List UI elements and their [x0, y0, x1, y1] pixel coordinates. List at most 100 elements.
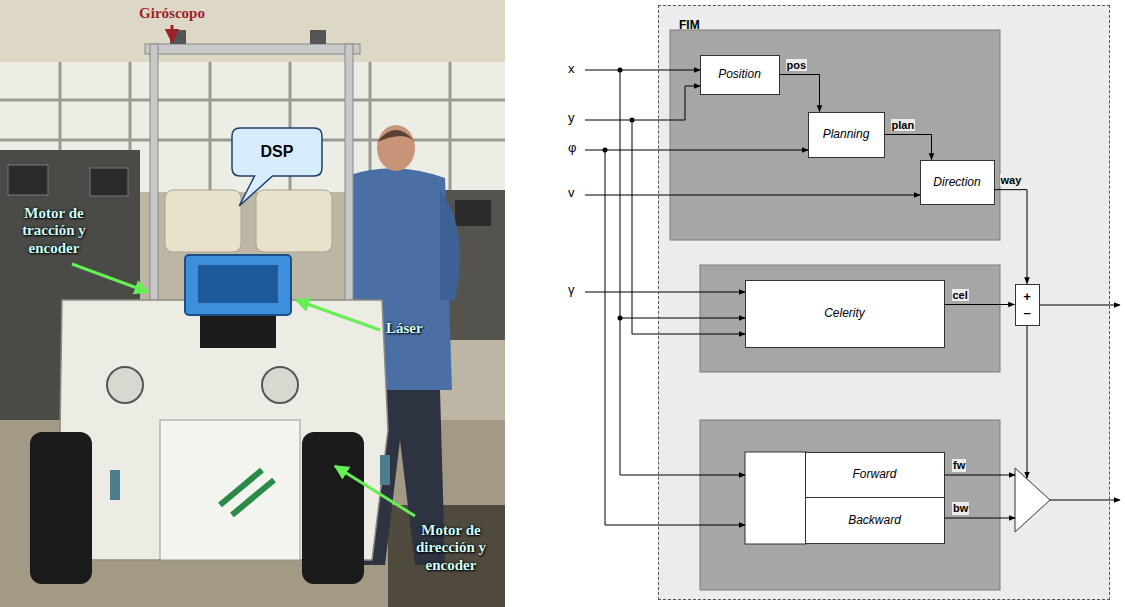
signal-wires	[585, 195, 920, 196]
module-ground	[670, 30, 1000, 240]
wheels	[30, 432, 92, 584]
junction-dots	[618, 316, 623, 321]
person	[377, 125, 415, 171]
node-label: –	[1023, 305, 1030, 321]
node-label: +	[1023, 289, 1031, 305]
leader-arrows	[296, 300, 380, 330]
signal-name: v	[568, 186, 575, 201]
table-cell: Backward	[805, 497, 945, 544]
signal-connector	[885, 135, 932, 160]
process-box: Position	[700, 55, 780, 95]
node-label: Celerity	[824, 306, 865, 320]
vehicle-body	[380, 455, 390, 485]
module-frame: FIMPositionPlanningDirectionCelerityForw…	[658, 5, 1110, 600]
vehicle-body	[262, 367, 298, 403]
photo	[0, 0, 505, 62]
callout-outline	[232, 128, 322, 208]
seats	[256, 190, 332, 252]
junction-dots	[618, 68, 623, 73]
signal-wires	[585, 86, 700, 120]
leader-arrows	[72, 264, 148, 292]
callout-text-area: DSP	[232, 128, 322, 176]
laser-scanner	[185, 255, 291, 348]
vehicle-frame	[145, 44, 360, 54]
callout-outline	[232, 128, 322, 206]
node-label: DSP	[261, 142, 294, 161]
signal-wires	[620, 70, 745, 475]
photo	[0, 0, 505, 607]
signal-connector	[945, 304, 1015, 305]
signal-name: fw	[952, 459, 966, 472]
vehicle-body	[232, 480, 274, 515]
process-box: Planning	[808, 112, 885, 158]
signal-wires	[1040, 305, 1120, 306]
signal-connector	[780, 75, 820, 112]
signal-name: plan	[891, 119, 916, 132]
lab-equipment	[440, 190, 505, 340]
signal-name: bw	[952, 502, 969, 515]
laser-scanner	[198, 265, 278, 303]
junction-dots	[603, 68, 635, 321]
signal-name: cel	[952, 289, 969, 302]
signal-name: x	[568, 62, 575, 77]
part-name: Láser	[386, 320, 423, 337]
node-label: Forward	[852, 467, 896, 481]
signal-wires	[620, 318, 745, 319]
vehicle-frame	[345, 44, 353, 334]
seats	[165, 190, 241, 252]
process-box: Celerity	[745, 280, 945, 348]
module-ground	[700, 420, 1000, 590]
laser-scanner	[185, 255, 291, 315]
vehicle-frame	[150, 44, 158, 334]
signal-wires	[605, 150, 745, 525]
signal-name: y	[568, 111, 575, 126]
leader-arrows	[171, 25, 174, 42]
signal-wires	[585, 292, 745, 293]
junction-dots	[630, 118, 635, 123]
signal-wires	[945, 475, 1015, 476]
vehicle-body	[160, 420, 300, 560]
person	[440, 190, 460, 300]
vehicle-frame	[310, 30, 326, 44]
person	[377, 130, 415, 142]
node-label: Planning	[823, 127, 870, 141]
signal-wires	[585, 70, 700, 71]
node-label: Direction	[933, 175, 980, 189]
seats	[165, 190, 332, 252]
photo	[0, 0, 505, 607]
vehicle-body	[110, 470, 120, 500]
table-cell: Forward	[805, 452, 945, 498]
module-ground	[700, 265, 1000, 372]
leader-arrows	[335, 466, 415, 516]
vehicle-frame	[145, 30, 360, 334]
module-ground	[1015, 468, 1050, 532]
leader-arrows	[72, 25, 415, 516]
callout-bubble: DSP	[232, 128, 322, 208]
signal-wires	[632, 120, 745, 334]
part-name: Motor de dirección y encoder	[399, 522, 503, 574]
windows	[0, 99, 505, 102]
module-ground	[658, 5, 1110, 600]
process-box: Direction	[920, 160, 995, 205]
signal-name: φ	[568, 141, 576, 156]
lab-equipment	[455, 200, 491, 226]
lab-equipment	[90, 168, 128, 196]
signal-wires	[585, 150, 808, 151]
lab-equipment	[8, 165, 48, 195]
floor-shadow	[388, 505, 505, 607]
signal-connector	[995, 190, 1028, 284]
node-label: Backward	[848, 513, 901, 527]
junction-dots	[603, 148, 608, 153]
part-name: Motor de tracción y encoder	[2, 205, 106, 257]
windows	[209, 62, 212, 192]
wheels	[30, 432, 364, 584]
signal-name: γ	[568, 283, 575, 298]
summing-junction: +–	[1015, 284, 1040, 326]
windows	[449, 62, 452, 192]
signal-wires	[945, 518, 1015, 519]
part-name: Giróscopo	[105, 5, 239, 22]
vehicle-body	[107, 367, 143, 403]
